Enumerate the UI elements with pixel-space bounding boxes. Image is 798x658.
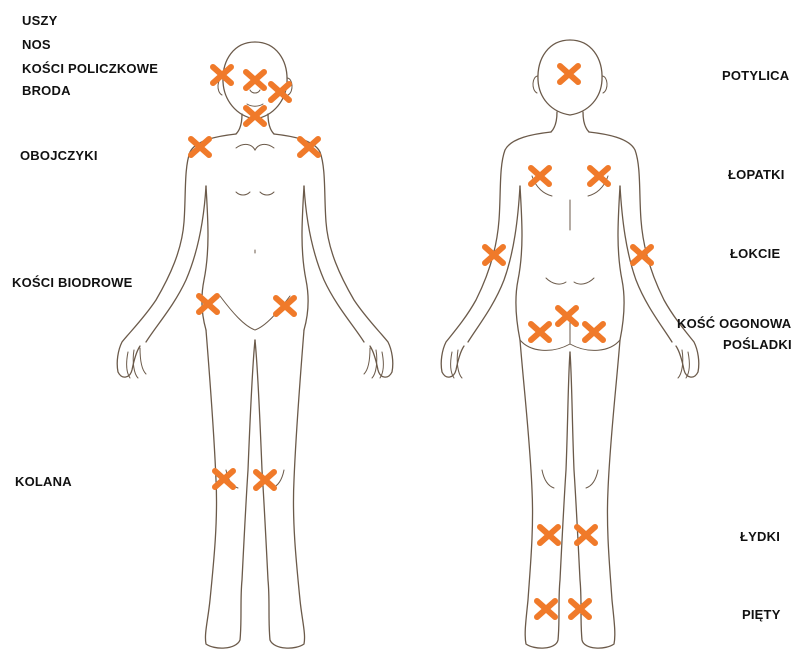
label-kolana: KOLANA bbox=[15, 473, 72, 490]
label-posladki: POŚLADKI bbox=[723, 336, 792, 353]
label-piety: PIĘTY bbox=[742, 606, 781, 623]
marker-coccyx bbox=[558, 308, 576, 324]
marker-knee-right bbox=[256, 472, 274, 488]
label-potylica: POTYLICA bbox=[722, 67, 789, 84]
marker-ear bbox=[213, 67, 231, 83]
label-lokcie: ŁOKCIE bbox=[730, 245, 780, 262]
marker-occiput bbox=[560, 66, 578, 82]
label-kosci-policzkowe: KOŚCI POLICZKOWE bbox=[22, 60, 158, 77]
marker-nose bbox=[246, 72, 264, 88]
marker-buttock-left bbox=[531, 324, 549, 340]
marker-heel-left bbox=[537, 601, 555, 617]
marker-hip-right bbox=[276, 298, 294, 314]
label-uszy: USZY bbox=[22, 12, 57, 29]
marker-chin bbox=[246, 108, 264, 124]
marker-buttock-right bbox=[585, 324, 603, 340]
label-obojczyki: OBOJCZYKI bbox=[20, 147, 98, 164]
marker-knee-left bbox=[215, 471, 233, 487]
back-body-outline bbox=[441, 40, 699, 648]
label-lydki: ŁYDKI bbox=[740, 528, 780, 545]
label-kosc-ogonowa: KOŚĆ OGONOWA bbox=[677, 315, 791, 332]
marker-elbow-right bbox=[633, 247, 651, 263]
front-body-outline bbox=[117, 42, 393, 648]
label-kosci-biodrowe: KOŚCI BIODROWE bbox=[12, 274, 133, 291]
marker-calf-left bbox=[540, 527, 558, 543]
label-broda: BRODA bbox=[22, 82, 71, 99]
label-lopatki: ŁOPATKI bbox=[728, 166, 785, 183]
marker-scapula-left bbox=[531, 168, 549, 184]
label-nos: NOS bbox=[22, 36, 51, 53]
marker-scapula-right bbox=[590, 168, 608, 184]
marker-calf-right bbox=[577, 527, 595, 543]
marker-heel-right bbox=[571, 601, 589, 617]
marker-cheekbone bbox=[271, 84, 289, 100]
